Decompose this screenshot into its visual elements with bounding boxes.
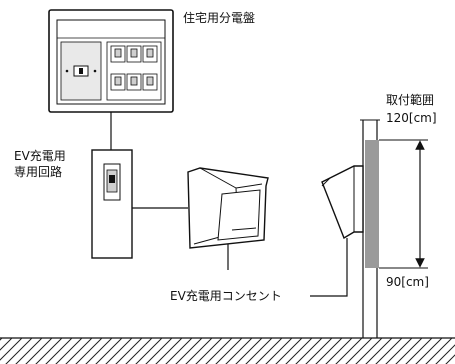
range-title: 取付範囲 <box>386 92 434 107</box>
distribution-panel-icon <box>48 9 174 113</box>
panel-label: 住宅用分電盤 <box>183 10 255 25</box>
wall <box>360 119 380 338</box>
outlet-label: EV充電用コンセント <box>170 288 282 303</box>
ev-circuit-label-line1: EV充電用 <box>14 148 66 163</box>
mounting-range-band <box>365 140 379 268</box>
ev-circuit-label-line2: 専用回路 <box>14 164 62 179</box>
ev-breaker-box-icon <box>91 149 133 259</box>
mounting-range-indicator: 取付範囲 120[cm] 90[cm] <box>379 92 437 289</box>
ev-outlet-side-icon <box>321 165 364 240</box>
wiring <box>110 112 348 297</box>
breaker-row-bottom <box>110 73 158 91</box>
ground <box>0 337 455 364</box>
ev-outlet-front-icon <box>187 167 269 249</box>
range-upper-label: 120[cm] <box>386 111 437 125</box>
range-lower-label: 90[cm] <box>386 275 429 289</box>
breaker-row-top <box>110 45 158 63</box>
